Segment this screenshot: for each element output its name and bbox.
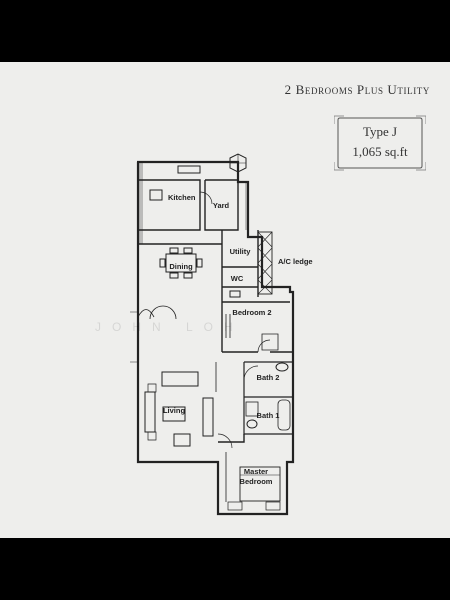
wc-label: WC — [231, 274, 244, 283]
plan-heading: 2 Bedrooms Plus Utility — [284, 82, 430, 97]
dining-label: Dining — [169, 262, 193, 271]
bedroom-2-label: Bedroom 2 — [232, 308, 271, 317]
floor-plan-sheet: 2 Bedrooms Plus Utility Type J 1,065 sq.… — [0, 62, 450, 538]
floor-plan-drawing: Kitchen Yard Dining Utility A/C ledge WC… — [130, 153, 313, 516]
master-bedroom-label-2: Bedroom — [240, 477, 273, 486]
unit-type-box: Type J 1,065 sq.ft — [334, 114, 426, 172]
watermark-text: JOHN LOH — [95, 320, 244, 334]
bath-2-label: Bath 2 — [257, 373, 280, 382]
master-bedroom-label-1: Master — [244, 467, 268, 476]
ac-ledge-label: A/C ledge — [278, 257, 313, 266]
living-label: Living — [163, 406, 186, 415]
bath-1-label: Bath 1 — [257, 411, 280, 420]
utility-label: Utility — [230, 247, 252, 256]
kitchen-label: Kitchen — [168, 193, 196, 202]
unit-type-label: Type J — [362, 124, 398, 139]
unit-size-label: 1,065 sq.ft — [352, 144, 408, 159]
yard-label: Yard — [213, 201, 230, 210]
